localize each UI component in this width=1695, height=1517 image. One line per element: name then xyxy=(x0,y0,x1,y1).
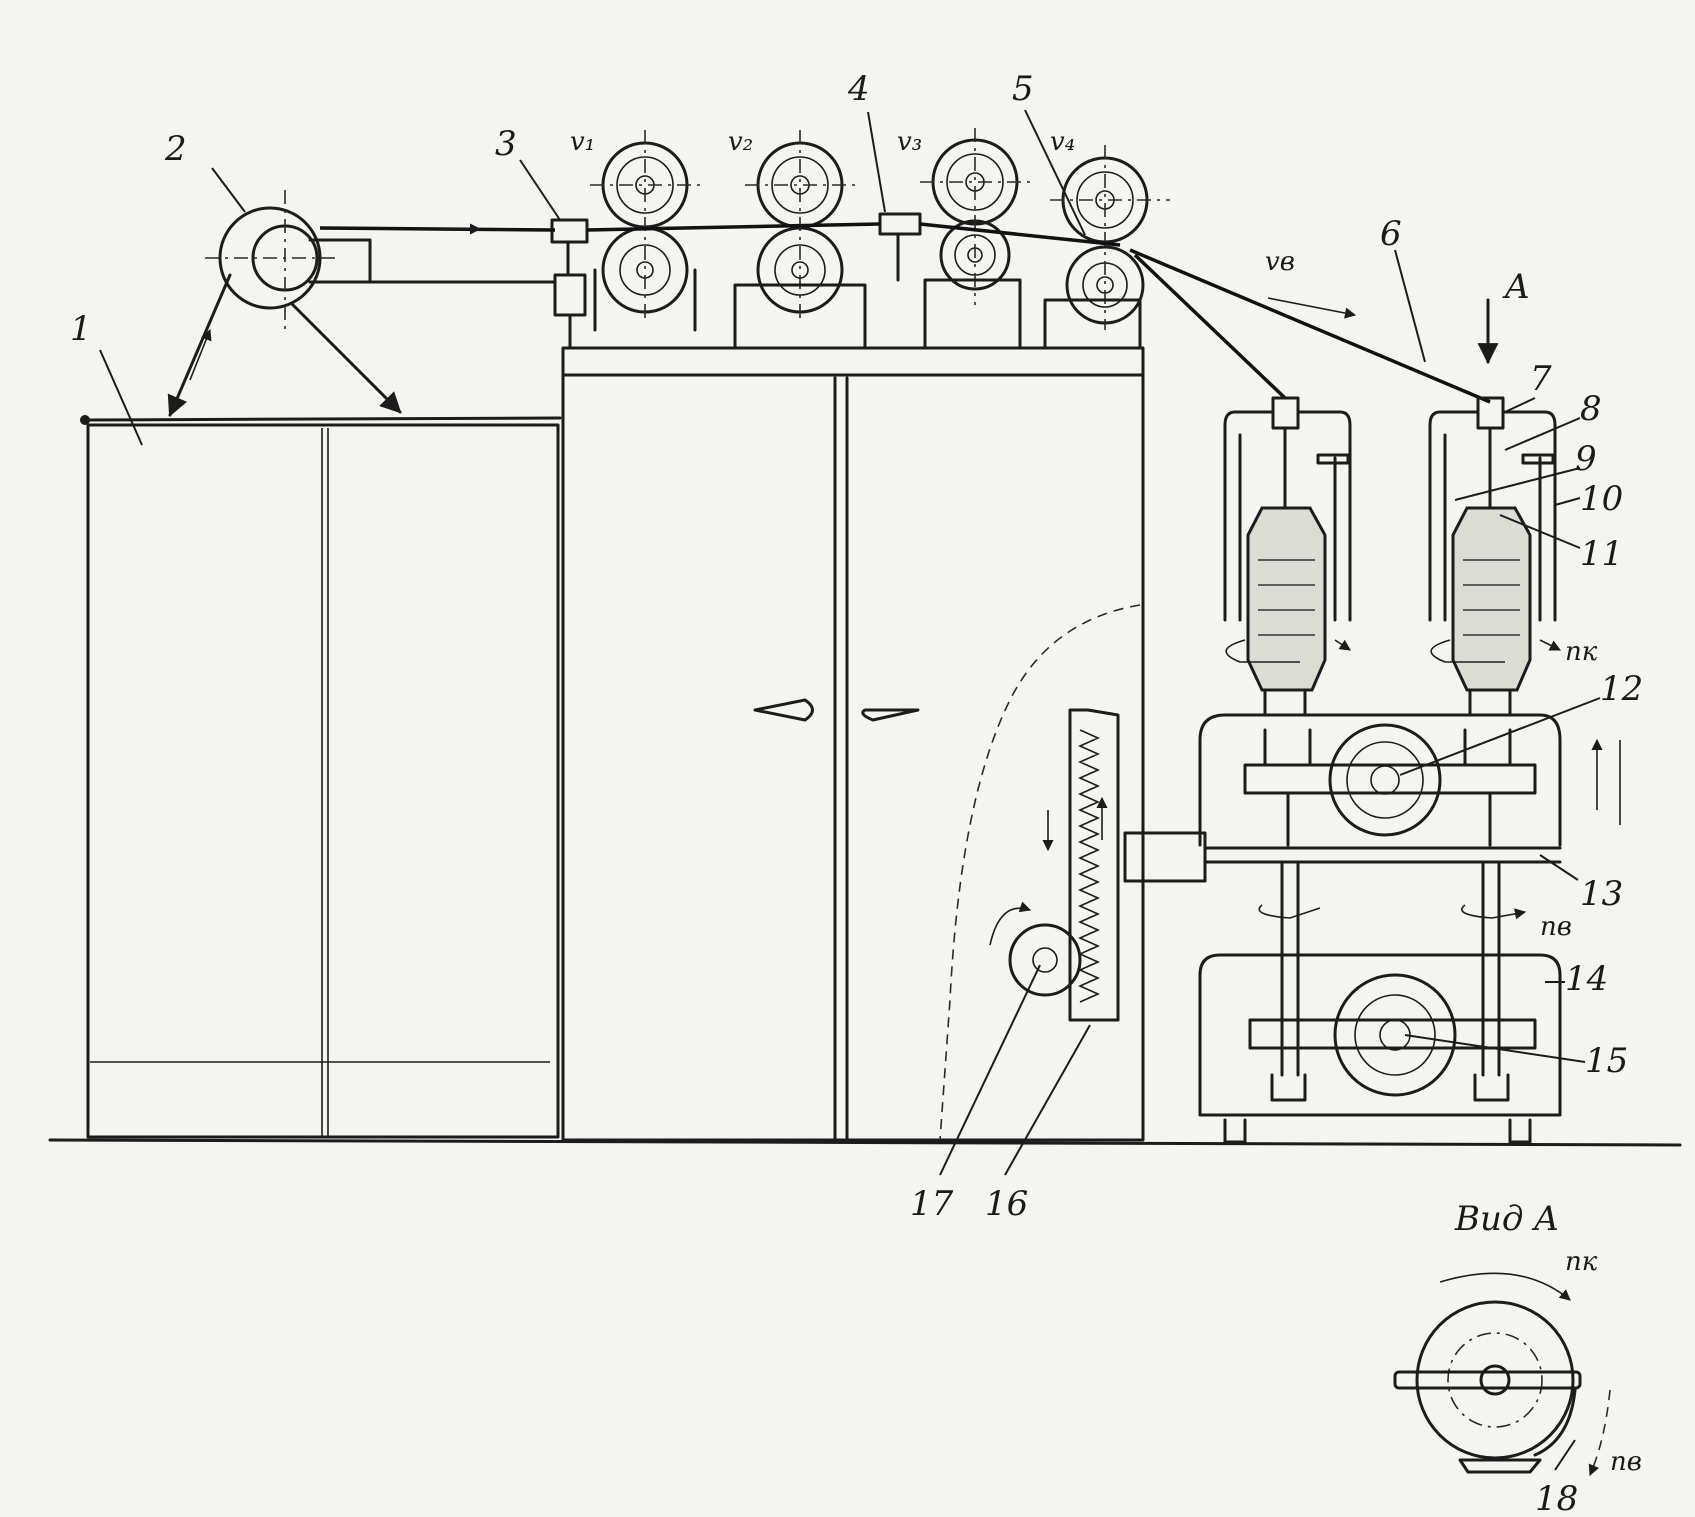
spindle-shafts xyxy=(1258,860,1527,1077)
twisting-spindle-left xyxy=(1223,396,1352,717)
view-a-title: Вид A xyxy=(1454,1199,1559,1239)
callout-1: 1 xyxy=(70,309,92,349)
callout-leaders xyxy=(99,109,1601,1471)
callout-2: 2 xyxy=(164,129,187,169)
rotation-nb-main: nв xyxy=(1540,912,1572,942)
floor-line xyxy=(48,1138,1682,1147)
speed-v3: v₃ xyxy=(897,127,922,157)
callout-14: 14 xyxy=(1565,959,1608,999)
roller-pair-v4 xyxy=(1043,145,1170,350)
callout-3: 3 xyxy=(495,124,517,164)
callout-8: 8 xyxy=(1580,389,1602,429)
upper-drive-box xyxy=(1198,713,1562,847)
callout-7: 7 xyxy=(1530,359,1552,399)
rack-and-gear xyxy=(939,604,1141,1141)
yarn-path xyxy=(319,222,1491,404)
rotation-nk-view: nк xyxy=(1565,1247,1598,1277)
feed-package xyxy=(167,190,402,417)
callout-6: 6 xyxy=(1380,214,1402,254)
callout-16: 16 xyxy=(985,1184,1028,1224)
speed-vb: vв xyxy=(1265,247,1295,277)
callout-18: 18 xyxy=(1535,1479,1578,1517)
drafting-frame xyxy=(561,346,1145,1142)
view-a-detail xyxy=(1393,1272,1611,1477)
callout-11: 11 xyxy=(1580,534,1623,574)
callout-5: 5 xyxy=(1012,69,1034,109)
roller-pair-v1 xyxy=(590,130,700,332)
speed-v2: v₂ xyxy=(728,127,753,157)
thread-guide-4 xyxy=(878,212,922,282)
roller-pair-v3 xyxy=(920,128,1030,350)
traverse-rail xyxy=(1123,738,1621,883)
supply-cabinet xyxy=(80,415,562,1139)
twisting-spindle-right xyxy=(1428,396,1562,717)
callout-13: 13 xyxy=(1580,874,1623,914)
speed-v4: v₄ xyxy=(1050,127,1075,157)
thread-guide-3 xyxy=(550,218,589,350)
lower-drive-box xyxy=(1198,953,1562,1144)
callout-10: 10 xyxy=(1580,479,1623,519)
roller-pair-v2 xyxy=(733,130,867,350)
callout-17: 17 xyxy=(910,1184,954,1224)
speed-v1: v₁ xyxy=(570,127,595,157)
rotation-nb-view: nв xyxy=(1610,1447,1642,1477)
view-a-marker: A xyxy=(1502,267,1530,307)
callout-15: 15 xyxy=(1585,1041,1628,1081)
rotation-nk-main: nк xyxy=(1565,637,1598,667)
callout-4: 4 xyxy=(847,69,870,109)
callout-12: 12 xyxy=(1600,669,1643,709)
callout-9: 9 xyxy=(1575,439,1597,479)
